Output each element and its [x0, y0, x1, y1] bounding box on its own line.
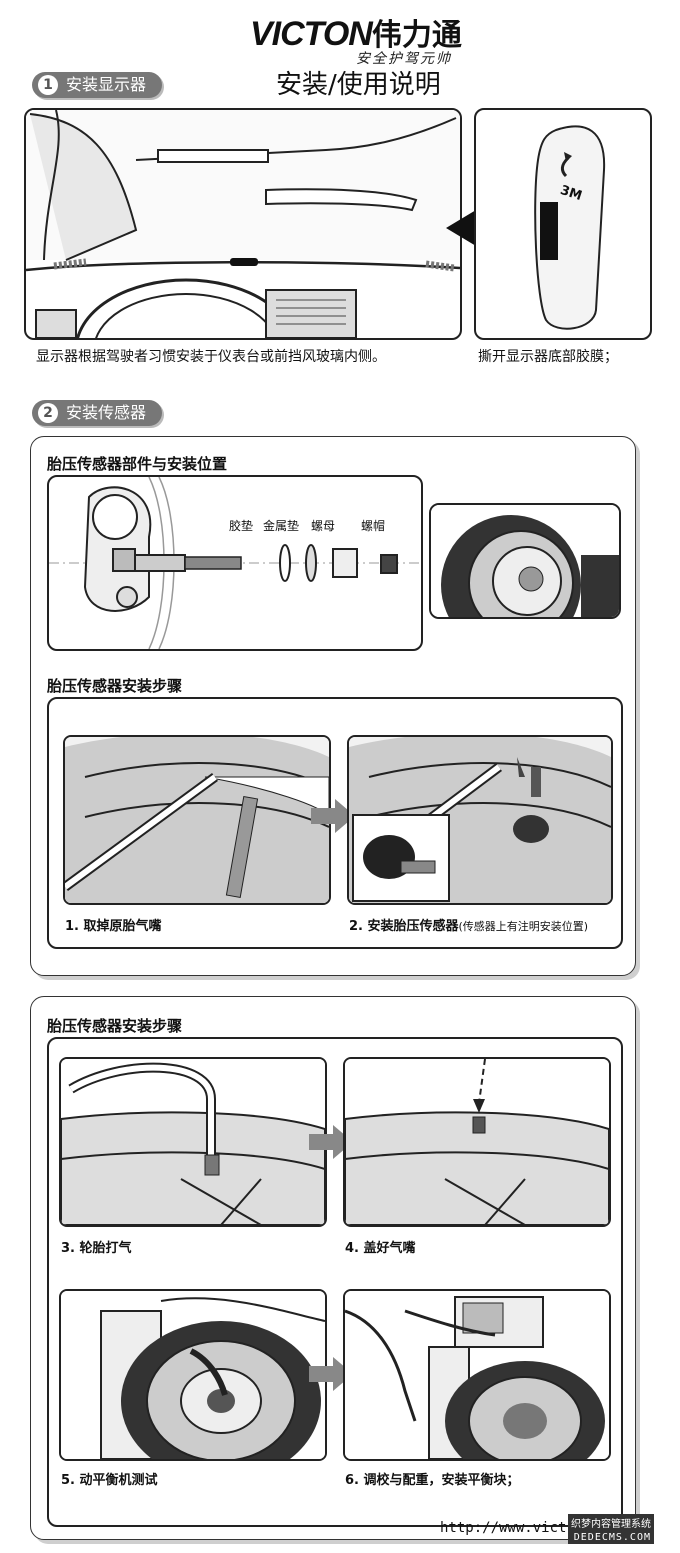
- section-1-caption-left: 显示器根据驾驶者习惯安装于仪表台或前挡风玻璃内侧。: [36, 349, 386, 365]
- dashboard-illustration: [24, 108, 462, 340]
- wheel-position-illustration: [429, 503, 621, 619]
- brand-chinese: 伟力通: [371, 18, 462, 53]
- step-4-illustration: [343, 1057, 611, 1227]
- step-3-illustration: [59, 1057, 327, 1227]
- section-2-number: 2: [38, 403, 58, 423]
- brand-latin: VICTON: [250, 15, 373, 53]
- balance-panel: 胎压传感器安装步骤: [30, 996, 636, 1540]
- display-device-illustration: 3M: [474, 108, 652, 340]
- part-label-cap: 螺帽: [361, 519, 386, 533]
- arrow-left-icon: [446, 210, 476, 246]
- section-1-label: 安装显示器: [66, 75, 147, 94]
- parts-illustration: 胶垫 金属垫 螺母 螺帽: [47, 475, 423, 651]
- step-2-illustration: [347, 735, 613, 905]
- section-1-pill: 1 安装显示器: [32, 72, 163, 98]
- step-4-caption: 4. 盖好气嘴: [345, 1241, 416, 1256]
- watermark-en: DEDECMS.COM: [568, 1531, 654, 1544]
- parts-heading: 胎压传感器部件与安装位置: [47, 455, 228, 473]
- steps-heading-2: 胎压传感器安装步骤: [47, 1017, 183, 1035]
- step-1-illustration: [63, 735, 331, 905]
- step-5-illustration: [59, 1289, 327, 1461]
- page-title: 安装/使用说明: [276, 70, 441, 100]
- brand-slogan: 安全护驾元帅: [356, 51, 452, 67]
- section-2-pill: 2 安装传感器: [32, 400, 163, 426]
- steps-heading: 胎压传感器安装步骤: [47, 677, 183, 695]
- section-1-caption-right: 撕开显示器底部胶膜；: [478, 349, 618, 365]
- watermark: 织梦内容管理系统 DEDECMS.COM: [568, 1514, 654, 1544]
- part-label-nut: 螺母: [311, 519, 336, 533]
- arrow-right-icon: [309, 1125, 353, 1159]
- step-3-caption: 3. 轮胎打气: [61, 1241, 132, 1256]
- arrow-right-icon: [311, 799, 355, 833]
- steps-3-6-frame: 3. 轮胎打气 4. 盖好气嘴: [47, 1037, 623, 1527]
- website-url[interactable]: http://www.vict: [440, 1520, 567, 1536]
- step-6-illustration: [343, 1289, 611, 1461]
- part-label-metal-washer: 金属垫: [263, 519, 300, 533]
- watermark-cn: 织梦内容管理系统: [568, 1514, 654, 1531]
- step-5-caption: 5. 动平衡机测试: [61, 1473, 158, 1488]
- steps-1-2-frame: 1. 取掉原胎气嘴 2. 安装胎压传感器(传感器上有注明安装位置): [47, 697, 623, 949]
- section-2-label: 安装传感器: [66, 403, 147, 422]
- step-2-caption: 2. 安装胎压传感器(传感器上有注明安装位置): [349, 915, 588, 934]
- step-1-caption: 1. 取掉原胎气嘴: [65, 919, 162, 934]
- part-label-rubber-washer: 胶垫: [229, 519, 254, 533]
- step-2-caption-main: 2. 安装胎压传感器: [349, 919, 459, 934]
- arrow-right-icon: [309, 1357, 353, 1391]
- step-6-caption: 6. 调校与配重，安装平衡块；: [345, 1473, 520, 1488]
- brand-logo: VICTON伟力通: [250, 10, 462, 54]
- sensor-panel: 胎压传感器部件与安装位置 胶垫 金属垫 螺母 螺帽: [30, 436, 636, 976]
- section-1-number: 1: [38, 75, 58, 95]
- step-2-caption-note: (传感器上有注明安装位置): [458, 920, 589, 933]
